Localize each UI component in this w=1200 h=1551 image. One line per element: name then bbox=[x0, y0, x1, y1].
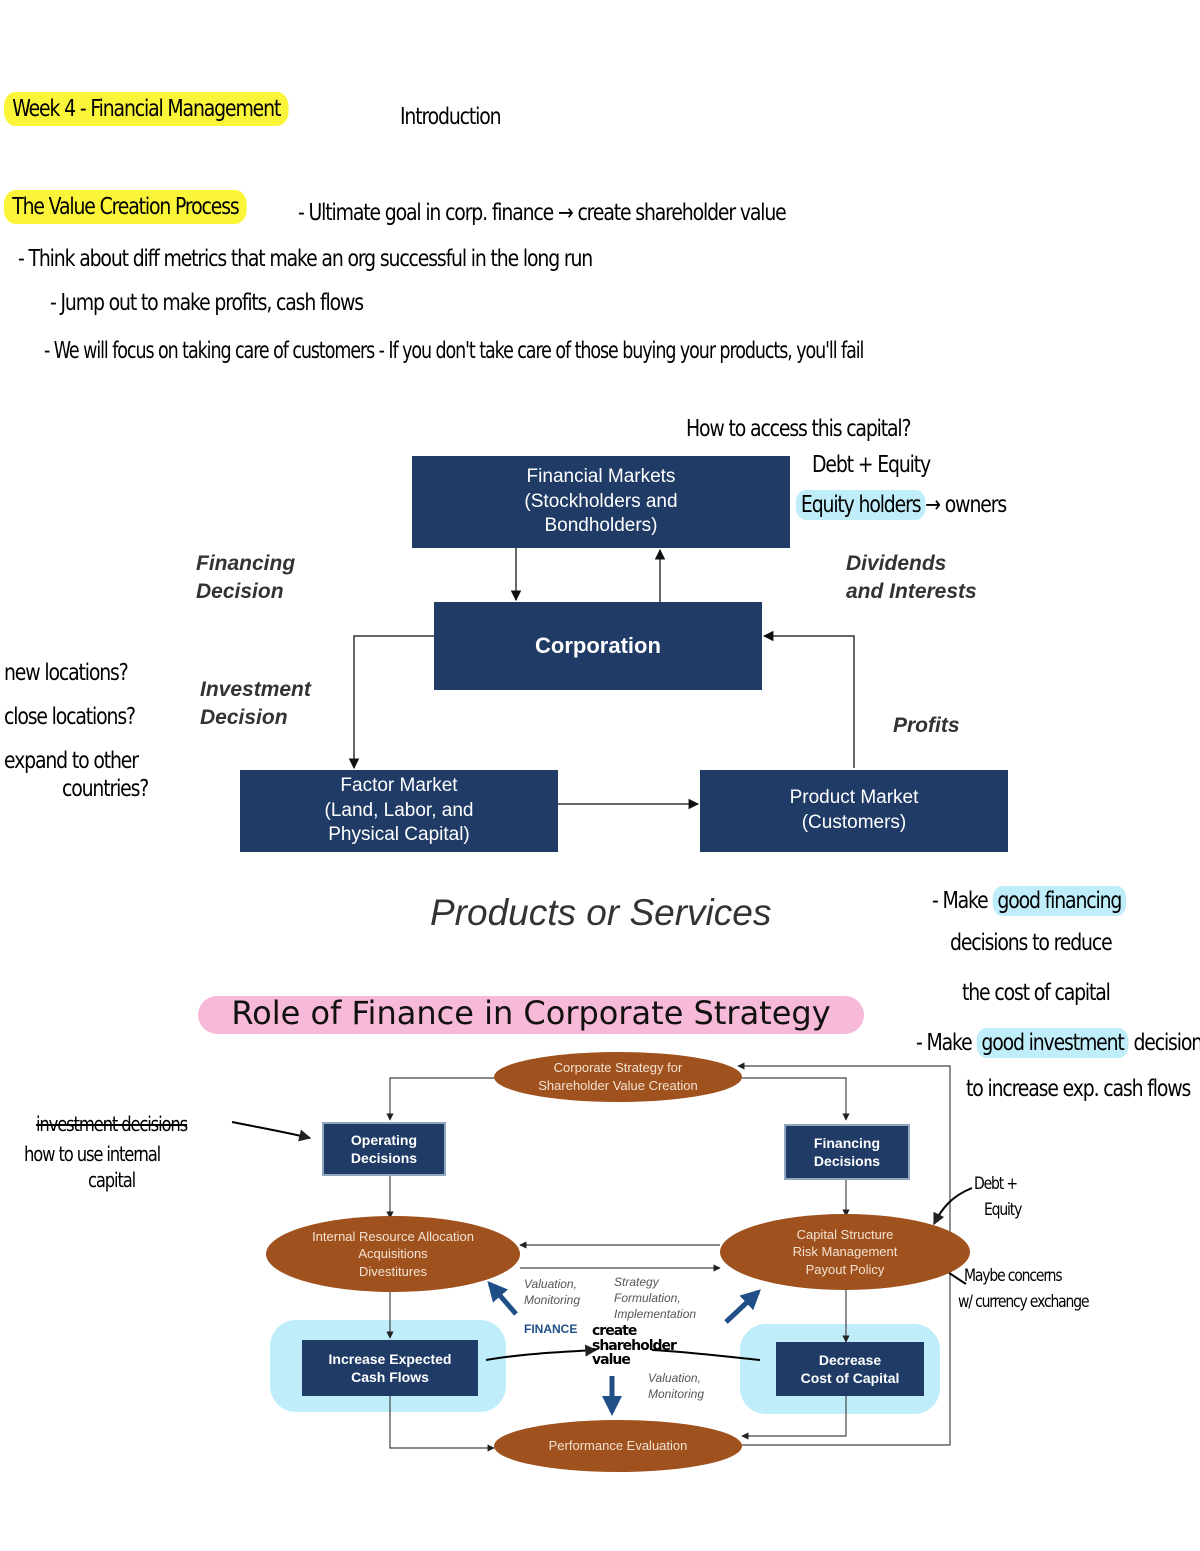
note-line-3: - Jump out to make profits, cash flows bbox=[50, 290, 364, 316]
note-countries: countries? bbox=[62, 776, 149, 802]
capital-structure-oval: Capital Structure Risk Management Payout… bbox=[720, 1214, 970, 1290]
note-good-investment: - Make good investment decisions bbox=[916, 1028, 1200, 1058]
note-maybe-concerns: Maybe concerns bbox=[964, 1266, 1063, 1286]
note-access-capital: How to access this capital? bbox=[686, 416, 912, 442]
note-currency: w/ currency exchange bbox=[958, 1292, 1090, 1312]
good-financing-highlight: good financing bbox=[992, 886, 1127, 916]
product-market-box: Product Market (Customers) bbox=[700, 770, 1008, 852]
profits-label: Profits bbox=[893, 714, 960, 737]
diagram1-arrows bbox=[348, 548, 855, 810]
page-subtitle: Introduction bbox=[400, 104, 502, 130]
strategy-formulation-label: Strategy Formulation, Implementation bbox=[614, 1275, 697, 1322]
good-investment-decisions: decisions bbox=[1133, 1030, 1200, 1056]
good-investment-dash: - Make bbox=[916, 1030, 973, 1056]
valuation-monitoring-bottom: Valuation, Monitoring bbox=[648, 1371, 705, 1402]
decrease-cost-capital-box: Decrease Cost of Capital bbox=[776, 1342, 924, 1396]
note-close-locations: close locations? bbox=[4, 704, 136, 730]
note-how-to-use: how to use internal bbox=[24, 1142, 161, 1166]
page-title: Week 4 - Financial Management bbox=[4, 92, 289, 126]
financing-decision-label: Financing Decision bbox=[196, 552, 296, 604]
financial-markets-box: Financial Markets (Stockholders and Bond… bbox=[412, 456, 790, 548]
note-good-financing-3: the cost of capital bbox=[962, 980, 1111, 1006]
diagram2-title bbox=[198, 996, 864, 1034]
note-equity-holders: Equity holders→ owners bbox=[796, 490, 1007, 520]
dividends-label: Dividends and Interests bbox=[846, 552, 977, 604]
equity-holders-highlight: Equity holders bbox=[796, 490, 926, 520]
note-equity: Equity bbox=[984, 1200, 1022, 1220]
owners-text: → owners bbox=[925, 492, 1007, 518]
note-line-2: - Think about diff metrics that make an … bbox=[18, 246, 593, 272]
diagram2-arrows bbox=[231, 1062, 973, 1452]
finance-label: FINANCE bbox=[524, 1322, 578, 1336]
note-debt-equity: Debt + Equity bbox=[812, 452, 931, 478]
note-new-locations: new locations? bbox=[4, 660, 129, 686]
note-good-investment-2: to increase exp. cash flows bbox=[966, 1076, 1191, 1102]
investment-decision-label: Investment Decision bbox=[200, 678, 311, 730]
page-title-text: Week 4 - Financial Management bbox=[4, 92, 289, 126]
note-line-1: - Ultimate goal in corp. finance → creat… bbox=[298, 200, 787, 226]
corporate-strategy-oval: Corporate Strategy for Shareholder Value… bbox=[494, 1052, 742, 1102]
good-financing-dash: - Make bbox=[932, 888, 989, 914]
operating-decisions-box: Operating Decisions bbox=[322, 1122, 446, 1176]
note-expand: expand to other bbox=[4, 748, 139, 774]
value-creation-title: The Value Creation Process bbox=[4, 190, 247, 224]
note-debt-plus: Debt + bbox=[974, 1174, 1018, 1194]
note-good-financing: - Make good financing bbox=[932, 886, 1127, 916]
note-capital: capital bbox=[88, 1168, 136, 1192]
note-line-4: - We will focus on taking care of custom… bbox=[44, 338, 864, 364]
performance-evaluation-oval: Performance Evaluation bbox=[494, 1420, 742, 1472]
note-create-value: create shareholder value bbox=[592, 1323, 677, 1369]
value-creation-title-text: The Value Creation Process bbox=[4, 190, 247, 224]
factor-market-box: Factor Market (Land, Labor, and Physical… bbox=[240, 770, 558, 852]
note-good-financing-2: decisions to reduce bbox=[950, 930, 1113, 956]
increase-cash-flows-box: Increase Expected Cash Flows bbox=[302, 1340, 478, 1396]
diagram2-title-text: Role of Finance in Corporate Strategy bbox=[231, 994, 831, 1032]
internal-resource-oval: Internal Resource Allocation Acquisition… bbox=[266, 1216, 520, 1292]
financing-decisions-box: Financing Decisions bbox=[784, 1124, 910, 1180]
good-investment-highlight: good investment bbox=[976, 1028, 1129, 1058]
diagram1-caption: Products or Services bbox=[430, 892, 772, 933]
note-investment-decisions: investment decisions bbox=[36, 1112, 188, 1136]
corporation-box: Corporation bbox=[434, 602, 762, 690]
valuation-monitoring-left: Valuation, Monitoring bbox=[524, 1277, 581, 1308]
